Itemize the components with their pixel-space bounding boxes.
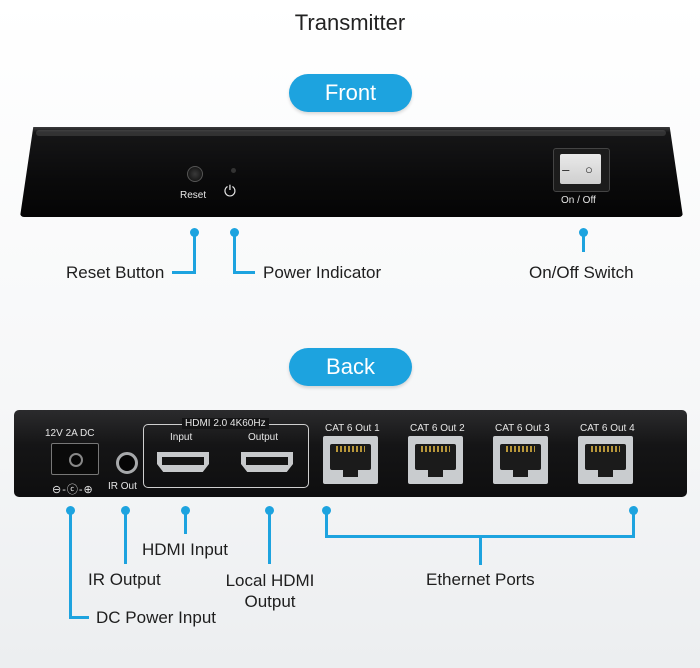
cat6-port-3[interactable] bbox=[493, 436, 548, 484]
switch-callout-line-v bbox=[582, 232, 585, 252]
cat6-port-4[interactable] bbox=[578, 436, 633, 484]
on-off-switch[interactable]: – ○ bbox=[560, 154, 601, 184]
ir-output-callout: IR Output bbox=[88, 570, 161, 589]
dc-jack[interactable] bbox=[51, 443, 99, 475]
hdmi-input-port[interactable] bbox=[157, 452, 209, 472]
back-section-pill: Back bbox=[289, 348, 412, 386]
hdmi-in-callout-line-v bbox=[184, 510, 187, 534]
hdmi-input-callout: HDMI Input bbox=[142, 540, 228, 559]
front-panel-gloss bbox=[36, 130, 666, 136]
cat6-port-2[interactable] bbox=[408, 436, 463, 484]
dc-polarity-icon: ⊖-ⓒ-⊕ bbox=[52, 484, 94, 496]
power-callout: Power Indicator bbox=[263, 263, 382, 282]
reset-callout: Reset Button bbox=[66, 263, 165, 282]
ethernet-callout: Ethernet Ports bbox=[426, 570, 535, 589]
front-section-pill: Front bbox=[289, 74, 412, 112]
local-hdmi-callout-line1: Local HDMI bbox=[225, 571, 315, 590]
cat6-out-1-label: CAT 6 Out 1 bbox=[325, 423, 380, 434]
power-led bbox=[231, 168, 236, 173]
cat6-port-1[interactable] bbox=[323, 436, 378, 484]
hdmi-group-label: HDMI 2.0 4K60Hz bbox=[182, 418, 269, 429]
hdmi-out-callout-line-v bbox=[268, 510, 271, 564]
switch-label: On / Off bbox=[561, 195, 596, 206]
eth-bracket-left bbox=[325, 510, 328, 538]
power-callout-line-v bbox=[233, 232, 236, 274]
hdmi-input-label: Input bbox=[170, 432, 193, 443]
switch-marks: – ○ bbox=[562, 161, 599, 177]
local-hdmi-callout-line2: Output bbox=[244, 592, 296, 611]
eth-bracket-right bbox=[632, 510, 635, 538]
cat6-out-3-label: CAT 6 Out 3 bbox=[495, 423, 550, 434]
eth-bracket-stem bbox=[479, 535, 482, 565]
power-icon: ⏻ bbox=[224, 183, 236, 200]
reset-label: Reset bbox=[180, 190, 207, 201]
reset-button[interactable] bbox=[187, 166, 203, 182]
hdmi-output-port[interactable] bbox=[241, 452, 293, 472]
ir-callout-line-v bbox=[124, 510, 127, 564]
dc-label: 12V 2A DC bbox=[45, 428, 95, 439]
reset-callout-line-h bbox=[172, 271, 196, 274]
front-section-label: Front bbox=[324, 80, 377, 105]
dc-jack-pin bbox=[69, 453, 83, 467]
dc-callout-line-v bbox=[69, 510, 72, 619]
back-section-label: Back bbox=[326, 354, 375, 379]
local-hdmi-callout: Local HDMI Output bbox=[212, 570, 328, 612]
ir-out-jack[interactable] bbox=[116, 452, 138, 474]
power-callout-line-h bbox=[233, 271, 255, 274]
switch-callout: On/Off Switch bbox=[529, 263, 634, 282]
page-title: Transmitter bbox=[294, 10, 406, 35]
cat6-out-2-label: CAT 6 Out 2 bbox=[410, 423, 465, 434]
ir-out-label: IR Out bbox=[108, 481, 137, 492]
hdmi-output-label: Output bbox=[248, 432, 279, 443]
dc-callout-line-h bbox=[69, 616, 89, 619]
reset-callout-line-v bbox=[193, 232, 196, 274]
cat6-out-4-label: CAT 6 Out 4 bbox=[580, 423, 635, 434]
dc-power-callout: DC Power Input bbox=[96, 608, 216, 627]
